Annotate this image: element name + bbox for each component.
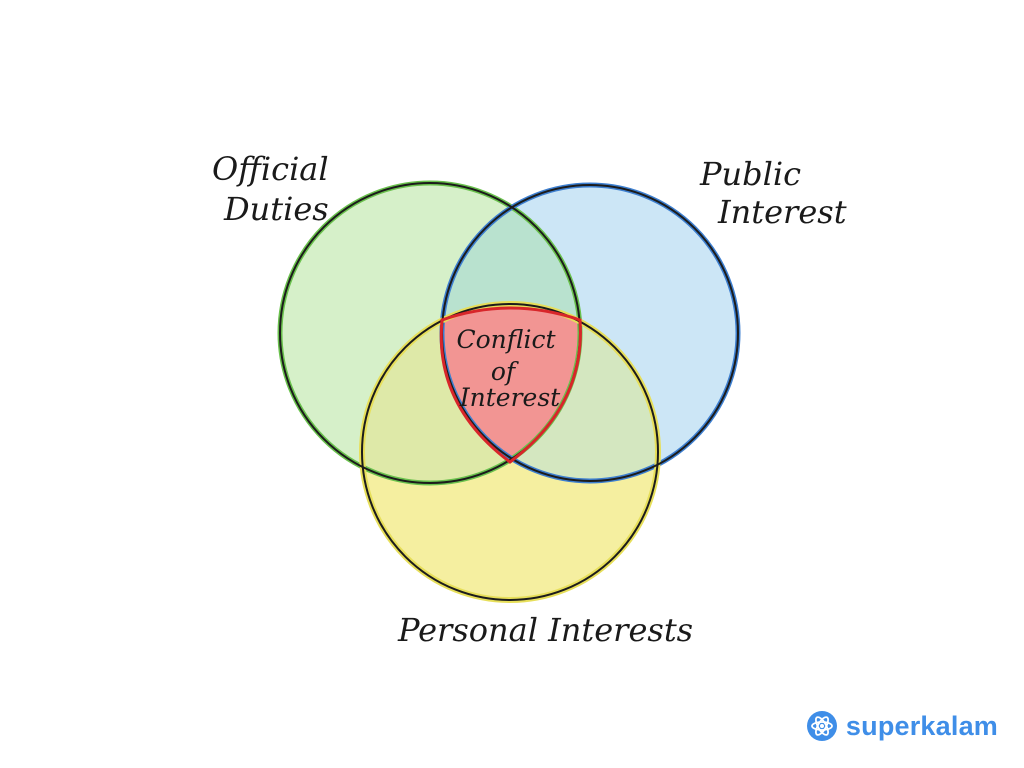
conflict-label-line2: of (491, 357, 519, 386)
brand-name: superkalam (845, 710, 998, 741)
personal-interests-sketch (361, 303, 659, 601)
superkalam-logo: superkalam (806, 710, 998, 742)
conflict-label-line3: Interest (459, 383, 561, 412)
atom-icon (806, 711, 837, 741)
conflict-label-line1: Conflict (457, 325, 557, 354)
official-duties-label-line2: Duties (223, 190, 329, 228)
conflict-of-interest-region (442, 304, 580, 481)
conflict-of-interest-outline (439, 306, 582, 464)
public-interest-label-line2: Interest (717, 193, 847, 231)
public-interest-label-line1: Public (699, 155, 801, 193)
official-duties-label-line1: Official (212, 150, 329, 188)
personal-interests-label: Personal Interests (397, 611, 693, 649)
